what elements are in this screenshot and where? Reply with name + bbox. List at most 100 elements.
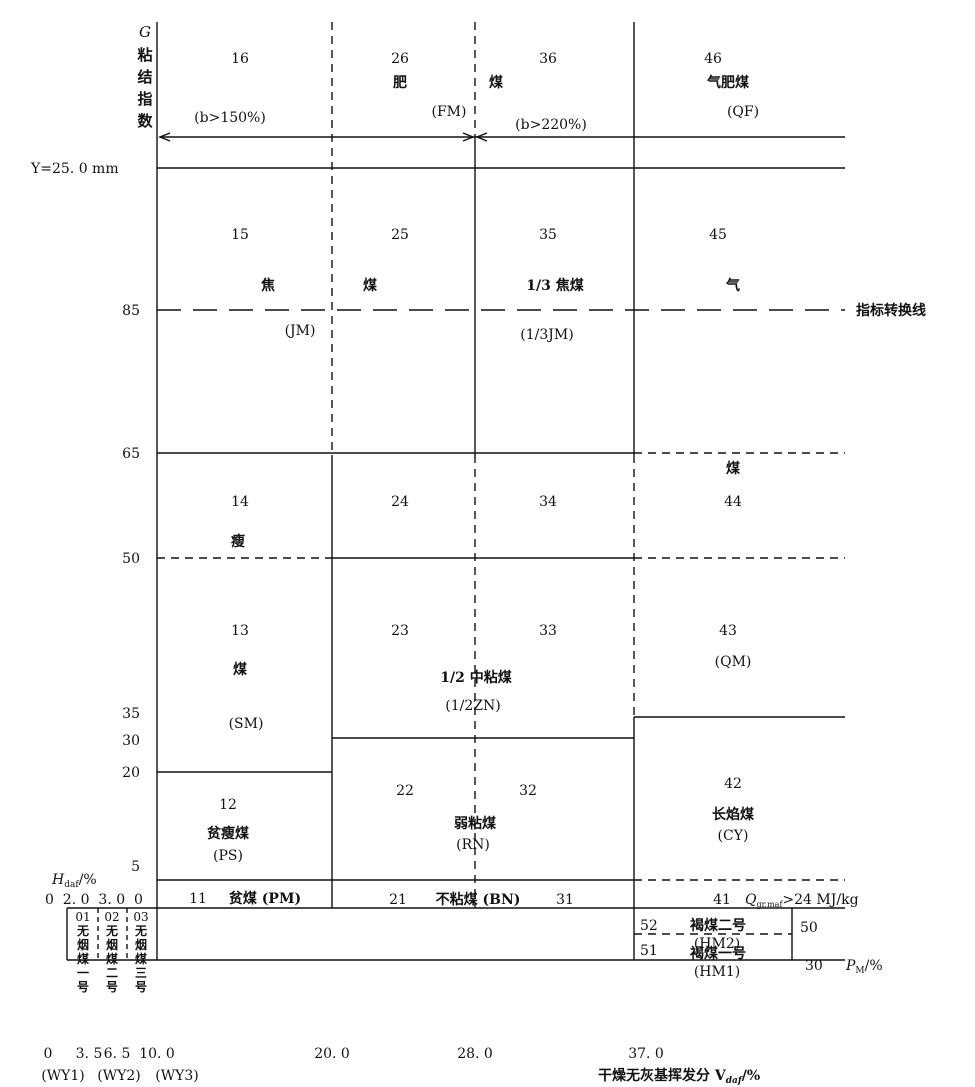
svg-text:3. 5: 3. 5 xyxy=(76,1046,103,1062)
arrowheads xyxy=(158,132,488,142)
arrow-mid-left-icon xyxy=(462,132,475,142)
svg-text:6. 5: 6. 5 xyxy=(104,1046,131,1062)
svg-text:44: 44 xyxy=(724,494,742,510)
anthracite-3: 03 无 烟 煤 三 号 xyxy=(133,910,148,994)
svg-text:指: 指 xyxy=(137,90,152,108)
svg-text:号: 号 xyxy=(135,979,147,994)
svg-text:号: 号 xyxy=(77,979,89,994)
svg-text:G: G xyxy=(139,23,151,41)
svg-text:52: 52 xyxy=(640,918,658,934)
long-flame-name: 长焰煤 xyxy=(712,806,755,823)
pm-value-50: 50 xyxy=(800,920,818,936)
half-mid-code: (1/2ZN) xyxy=(445,698,500,714)
g-axis-ticks: 85 65 50 35 30 20 5 xyxy=(122,303,140,875)
svg-text:无: 无 xyxy=(76,924,89,938)
svg-text:24: 24 xyxy=(391,494,409,510)
coal-names: (b>150%) 肥 (FM) 煤 (b>220%) 气肥煤 (QF) 焦 煤 … xyxy=(194,74,759,980)
anthracite-1: 01 无 烟 煤 一 号 xyxy=(75,910,90,994)
svg-text:85: 85 xyxy=(122,303,140,319)
svg-text:14: 14 xyxy=(231,494,249,510)
svg-text:30: 30 xyxy=(122,733,140,749)
svg-text:21: 21 xyxy=(389,892,407,908)
fat-char-2: 煤 xyxy=(489,74,504,91)
svg-text:32: 32 xyxy=(519,783,537,799)
svg-text:33: 33 xyxy=(539,623,557,639)
svg-text:41: 41 xyxy=(713,892,731,908)
svg-text:数: 数 xyxy=(137,112,153,130)
svg-text:无: 无 xyxy=(134,924,147,938)
svg-text:(WY2): (WY2) xyxy=(97,1068,140,1084)
long-flame-code: (CY) xyxy=(718,828,749,844)
third-coking-name: 1/3 焦煤 xyxy=(526,277,584,294)
svg-text:46: 46 xyxy=(704,51,722,67)
svg-text:粘: 粘 xyxy=(137,46,152,64)
grid-lines xyxy=(66,22,845,961)
svg-text:煤: 煤 xyxy=(135,951,147,966)
gas-code: (QM) xyxy=(715,654,752,670)
fat-b150: (b>150%) xyxy=(194,110,266,126)
lean-code: (SM) xyxy=(229,716,264,732)
gas-char-2: 煤 xyxy=(726,460,741,477)
svg-text:无: 无 xyxy=(105,924,118,938)
svg-text:结: 结 xyxy=(137,68,152,86)
svg-text:20. 0: 20. 0 xyxy=(314,1046,350,1062)
svg-text:烟: 烟 xyxy=(77,938,89,952)
svg-text:二: 二 xyxy=(106,966,118,980)
svg-text:5: 5 xyxy=(131,859,140,875)
lean-char-2: 煤 xyxy=(233,661,248,678)
svg-text:(WY1): (WY1) xyxy=(41,1068,84,1084)
h-axis-ticks: 0 2. 0 3. 0 0 xyxy=(45,892,143,908)
svg-text:50: 50 xyxy=(122,551,140,567)
svg-text:烟: 烟 xyxy=(135,938,147,952)
lignite2-name: 褐煤二号 xyxy=(689,917,746,934)
svg-text:45: 45 xyxy=(709,227,727,243)
third-coking-code: (1/3JM) xyxy=(520,327,573,343)
gas-fat-code: (QF) xyxy=(727,104,759,120)
svg-text:13: 13 xyxy=(231,623,249,639)
arrow-mid-right-icon xyxy=(475,132,488,142)
coking-code: (JM) xyxy=(285,323,316,339)
lignite1-code: (HM1) xyxy=(694,964,740,980)
cell-numbers: 16 26 36 46 15 25 35 45 14 24 34 44 13 2… xyxy=(189,51,742,959)
anthracite-labels: 01 无 烟 煤 一 号 02 无 烟 煤 二 号 03 无 烟 煤 三 号 xyxy=(75,910,148,994)
svg-text:51: 51 xyxy=(640,943,658,959)
svg-text:20: 20 xyxy=(122,765,140,781)
svg-text:01: 01 xyxy=(75,910,90,924)
lean-char-1: 瘦 xyxy=(231,533,245,550)
svg-text:36: 36 xyxy=(539,51,557,67)
svg-text:12: 12 xyxy=(219,797,237,813)
svg-text:煤: 煤 xyxy=(77,951,89,966)
svg-text:31: 31 xyxy=(556,892,574,908)
svg-text:一: 一 xyxy=(77,966,89,980)
q-label: Qgr.maf>24 MJ/kg xyxy=(745,892,859,909)
y-marker-label: Y=25. 0 mm xyxy=(30,161,119,177)
svg-text:号: 号 xyxy=(106,979,118,994)
h-axis-label: Hdaf/% xyxy=(51,872,97,890)
svg-text:25: 25 xyxy=(391,227,409,243)
fat-b220: (b>220%) xyxy=(515,117,587,133)
svg-text:(WY3): (WY3) xyxy=(155,1068,198,1084)
svg-text:10. 0: 10. 0 xyxy=(139,1046,175,1062)
svg-text:烟: 烟 xyxy=(106,938,118,952)
half-mid-name: 1/2 中粘煤 xyxy=(440,669,512,686)
svg-text:65: 65 xyxy=(122,446,140,462)
gas-char-1: 气 xyxy=(725,277,740,294)
lignite1-name: 褐煤一号 xyxy=(689,945,746,962)
svg-text:28. 0: 28. 0 xyxy=(457,1046,493,1062)
pm-value-30: 30 xyxy=(805,958,823,974)
svg-text:15: 15 xyxy=(231,227,249,243)
anthracite-2: 02 无 烟 煤 二 号 xyxy=(104,910,119,994)
arrow-left-icon xyxy=(158,132,171,142)
svg-text:22: 22 xyxy=(396,783,414,799)
svg-text:37. 0: 37. 0 xyxy=(628,1046,664,1062)
svg-text:三: 三 xyxy=(135,966,147,980)
lean-poor-name: 贫瘦煤 xyxy=(207,825,250,842)
lignite2-code: (HM2) xyxy=(694,936,740,952)
non-caking-name: 不粘煤 (BN) xyxy=(436,891,521,908)
svg-text:26: 26 xyxy=(391,51,409,67)
svg-text:34: 34 xyxy=(539,494,557,510)
g-axis-label: G 粘 结 指 数 xyxy=(137,23,153,130)
svg-text:16: 16 xyxy=(231,51,249,67)
svg-text:11: 11 xyxy=(189,891,207,907)
svg-text:23: 23 xyxy=(391,623,409,639)
